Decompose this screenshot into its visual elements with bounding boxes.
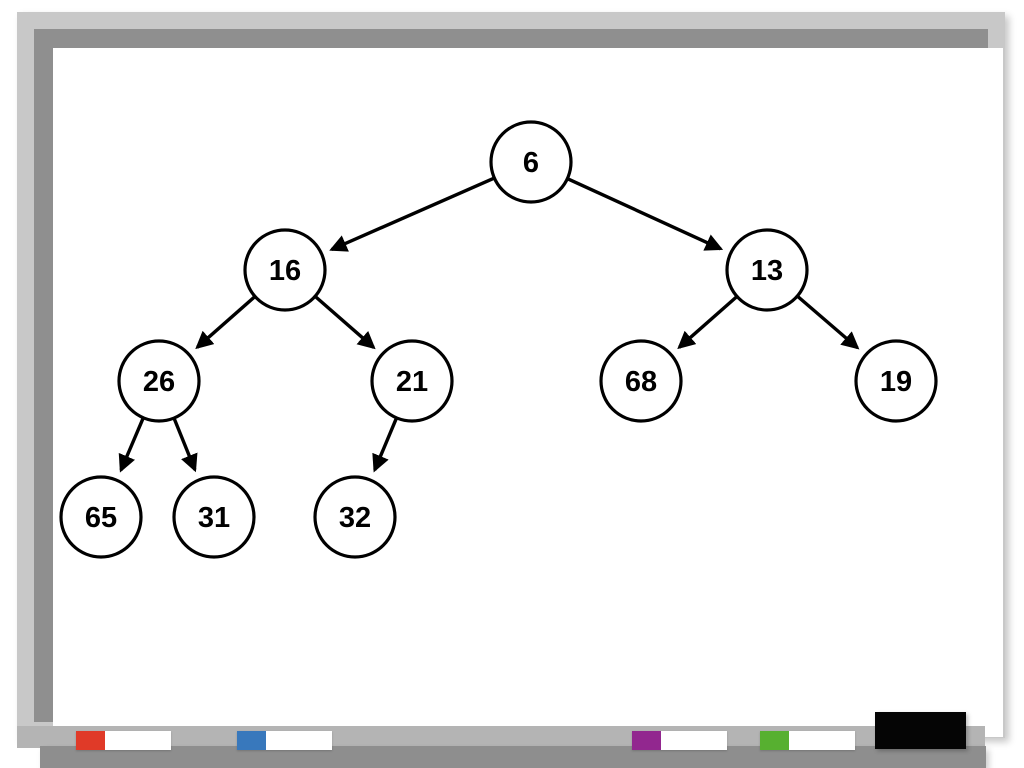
blue-marker-body bbox=[266, 731, 332, 750]
purple-marker[interactable] bbox=[632, 731, 727, 750]
red-marker[interactable] bbox=[76, 731, 171, 750]
tray-ledge bbox=[40, 746, 986, 768]
blue-marker[interactable] bbox=[237, 731, 332, 750]
green-marker[interactable] bbox=[760, 731, 855, 750]
whiteboard-inner-edge bbox=[34, 29, 1003, 737]
red-marker-body bbox=[105, 731, 171, 750]
black-eraser[interactable] bbox=[875, 712, 966, 749]
whiteboard-surface bbox=[53, 48, 1003, 737]
green-marker-cap bbox=[760, 731, 789, 750]
blue-marker-cap bbox=[237, 731, 266, 750]
red-marker-cap bbox=[76, 731, 105, 750]
green-marker-body bbox=[789, 731, 855, 750]
purple-marker-cap bbox=[632, 731, 661, 750]
whiteboard-frame bbox=[17, 12, 1005, 738]
purple-marker-body bbox=[661, 731, 727, 750]
